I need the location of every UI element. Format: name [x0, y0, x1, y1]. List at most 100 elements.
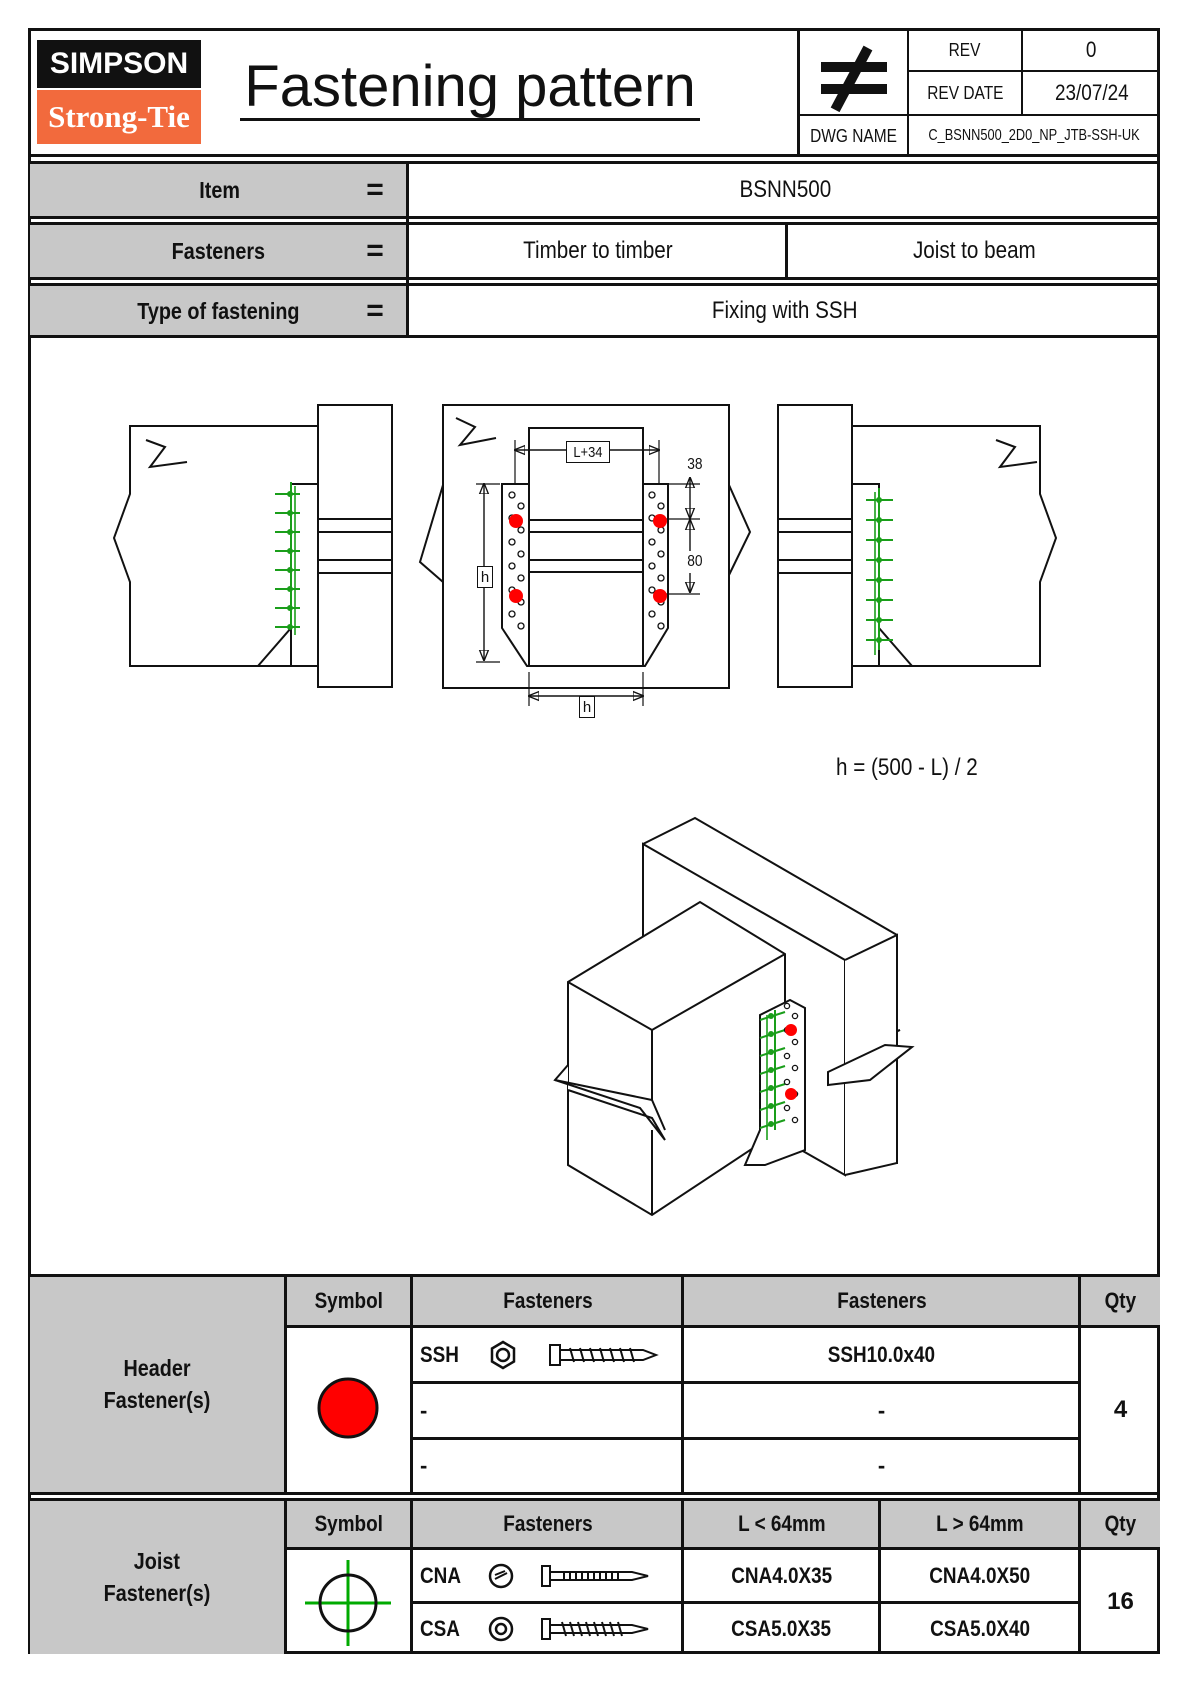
tb-divider: [907, 28, 909, 156]
header-fasteners2-col-bg: [684, 1277, 1079, 1325]
divider: [28, 335, 1160, 338]
divider: [410, 1601, 1080, 1604]
dim-label-h-bottom: h: [579, 696, 595, 718]
fasteners-label-cell: [30, 225, 406, 277]
rev-date-value: 23/07/24: [1054, 80, 1129, 105]
header-fasteners2-col: Fasteners: [836, 1288, 927, 1313]
divider: [28, 1492, 1160, 1495]
cna-nail-icon: [540, 1562, 652, 1590]
item-label: Item: [199, 176, 241, 203]
joist-lt-col: L < 64mm: [737, 1511, 826, 1536]
csa-gt-value: CSA5.0X40: [930, 1616, 1030, 1641]
dim-label-top: L+34: [566, 441, 610, 463]
header-fasteners-col: Fasteners: [502, 1288, 593, 1313]
divider: [28, 277, 1160, 280]
header-row3-type: -: [420, 1453, 428, 1478]
divider: [1078, 1276, 1081, 1492]
fasteners-value-1: Timber to timber: [523, 237, 673, 264]
simpson-logo: SIMPSON Strong-Tie: [37, 40, 201, 144]
ring-shank-head-icon: [487, 1562, 515, 1590]
header-qty-col: Qty: [1104, 1288, 1137, 1313]
type-label-cell: [30, 286, 406, 336]
joist-symbol-col-bg: [287, 1501, 411, 1547]
page-title: Fastening pattern: [240, 56, 700, 121]
ssh-screw-icon: [548, 1340, 660, 1370]
fasteners-value-2: Joist to beam: [912, 237, 1036, 264]
divider: [28, 216, 1160, 219]
csa-type: CSA: [420, 1616, 460, 1641]
joist-gt-col-bg: [881, 1501, 1079, 1547]
dwg-name-label: DWG NAME: [809, 125, 897, 146]
divider: [284, 1325, 1160, 1328]
joist-gt-col: L > 64mm: [936, 1511, 1024, 1536]
red-circle-symbol: [316, 1376, 380, 1440]
isometric-view: [553, 816, 915, 1217]
divider: [28, 1498, 1160, 1501]
divider: [284, 1498, 287, 1654]
csa-lt-value: CSA5.0X35: [731, 1616, 832, 1641]
header-qty-value: 4: [1113, 1396, 1128, 1423]
green-crosshair-symbol: [303, 1558, 393, 1648]
divider: [878, 1498, 881, 1654]
equals-sign: =: [366, 294, 384, 327]
header-symbol-col-bg: [287, 1277, 411, 1325]
divider: [410, 1437, 1080, 1440]
header-fasteners-col-bg: [413, 1277, 682, 1325]
logo-simpson-text: SIMPSON: [37, 40, 201, 88]
header-section-cell: [30, 1277, 284, 1492]
not-equal-icon: [799, 28, 907, 116]
tb-divider: [797, 114, 1160, 116]
joist-lt-col-bg: [684, 1501, 879, 1547]
header-fastener-marks: [509, 514, 797, 1100]
cna-gt-value: CNA4.0X50: [929, 1562, 1031, 1588]
right-side-view: [777, 404, 1058, 688]
dwg-name-value: C_BSNN500_2D0_NP_JTB-SSH-UK: [928, 127, 1141, 144]
divider: [284, 1547, 1160, 1550]
joist-section-cell: [30, 1501, 284, 1654]
drawing-frame: [28, 28, 1160, 1654]
divider: [28, 1274, 1160, 1277]
divider: [28, 283, 1160, 286]
header-fasteners-label: Header Fastener(s): [103, 1355, 211, 1413]
header-row2-type: -: [420, 1397, 428, 1423]
divider: [681, 1276, 684, 1492]
cna-lt-value: CNA4.0X35: [731, 1562, 832, 1588]
divider: [681, 1498, 684, 1654]
csa-screw-icon: [540, 1615, 652, 1643]
title-wrap: Fastening pattern: [240, 44, 700, 134]
divider: [28, 154, 1160, 157]
dim-label-80: 80: [680, 551, 710, 573]
divider: [284, 1276, 287, 1492]
divider: [785, 222, 788, 278]
header-row3-ref: -: [877, 1453, 886, 1478]
joist-fasteners-col-bg: [413, 1501, 682, 1547]
header-symbol-col: Symbol: [314, 1288, 384, 1313]
divider: [410, 1498, 413, 1654]
rev-date-label: REV DATE: [926, 82, 1004, 103]
round-head-icon: [487, 1615, 515, 1643]
technical-drawing: [112, 404, 1058, 1217]
joist-qty-col: Qty: [1104, 1511, 1137, 1536]
header-row2-ref: -: [877, 1397, 886, 1423]
divider: [1078, 1498, 1081, 1654]
logo-strongtie-text: Strong-Tie: [37, 90, 201, 144]
divider: [28, 161, 1160, 164]
joist-qty-value: 16: [1107, 1588, 1134, 1615]
divider: [410, 1276, 413, 1492]
item-label-cell: [30, 164, 406, 216]
equals-sign: =: [366, 234, 384, 267]
joist-fasteners-label: Joist Fastener(s): [103, 1548, 211, 1606]
dim-label-h: h: [477, 566, 493, 588]
type-of-fastening-value: Fixing with SSH: [712, 297, 858, 324]
header-qty-col-bg: [1081, 1277, 1160, 1325]
tb-divider: [797, 28, 800, 156]
ssh-ref: SSH10.0x40: [827, 1341, 936, 1367]
rev-label: REV: [949, 39, 981, 60]
tb-divider: [1021, 28, 1023, 116]
joist-qty-col-bg: [1081, 1501, 1160, 1547]
left-side-view: [112, 404, 393, 688]
type-of-fastening-label: Type of fastening: [136, 297, 300, 324]
item-value: BSNN500: [739, 176, 831, 203]
fasteners-label: Fasteners: [171, 237, 265, 264]
dim-label-38: 38: [687, 456, 703, 473]
